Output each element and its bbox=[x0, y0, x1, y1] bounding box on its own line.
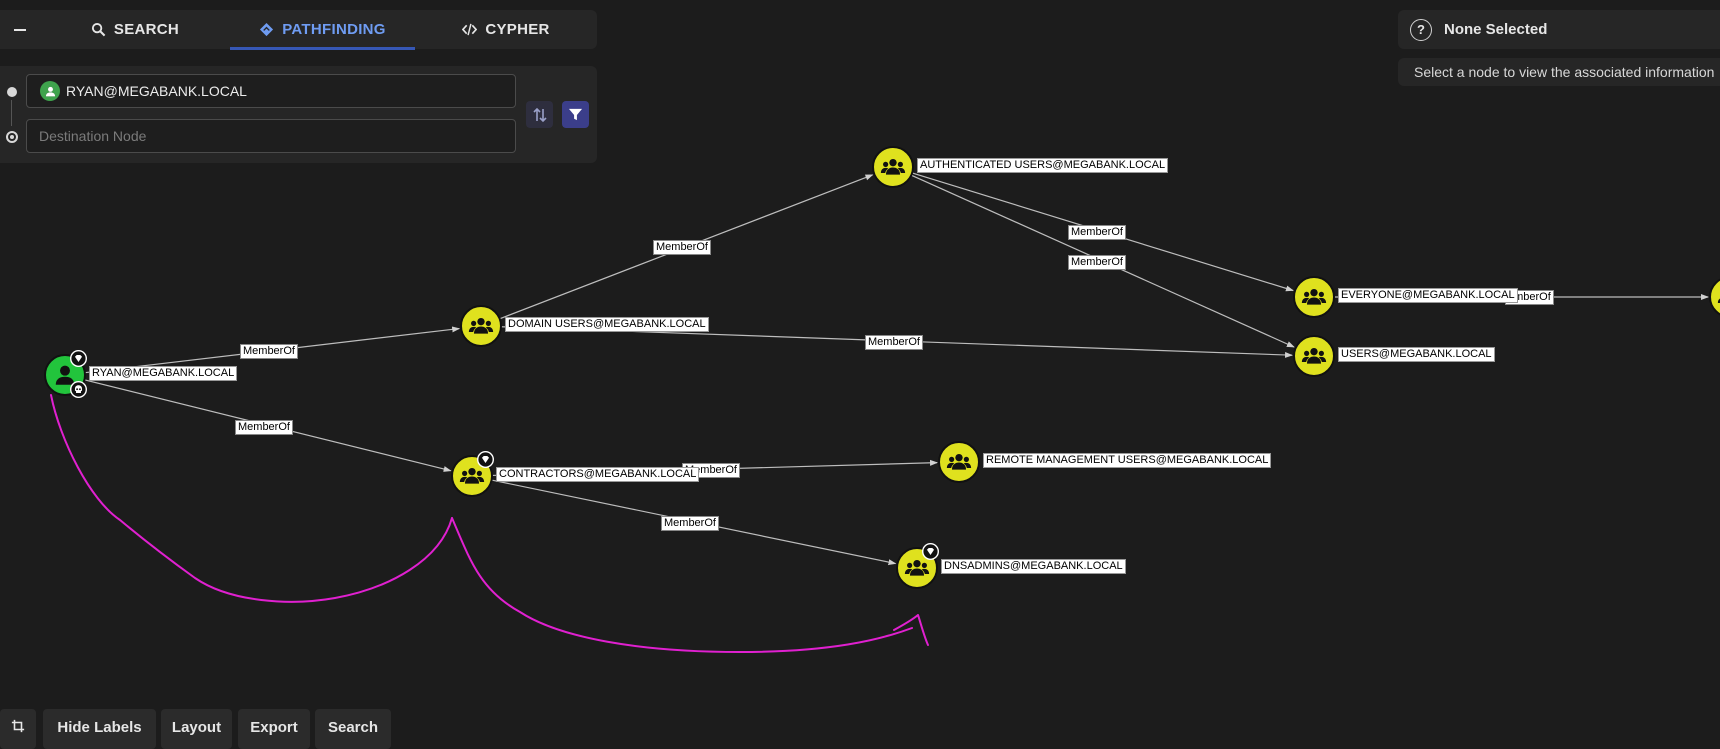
export-button[interactable]: Export bbox=[238, 709, 310, 749]
node-label-authusers[interactable]: AUTHENTICATED USERS@MEGABANK.LOCAL bbox=[917, 158, 1169, 173]
owned-skull-icon bbox=[70, 381, 87, 398]
search-tabbar: SEARCH PATHFINDING CYPHER bbox=[0, 10, 597, 50]
search-icon bbox=[91, 22, 106, 37]
start-node-marker bbox=[7, 87, 17, 97]
crop-icon bbox=[11, 719, 25, 733]
group-node-circle[interactable] bbox=[1709, 277, 1720, 317]
node-offscreen[interactable] bbox=[1709, 277, 1720, 317]
tab-cypher[interactable]: CYPHER bbox=[415, 10, 597, 49]
group-node-circle[interactable] bbox=[460, 305, 502, 347]
node-label-users[interactable]: USERS@MEGABANK.LOCAL bbox=[1338, 347, 1495, 362]
group-node-circle[interactable] bbox=[1293, 335, 1335, 377]
layout-button[interactable]: Layout bbox=[161, 709, 232, 749]
node-domusers[interactable] bbox=[460, 305, 502, 347]
entity-info-title: None Selected bbox=[1444, 21, 1548, 38]
tab-search[interactable]: SEARCH bbox=[40, 10, 230, 49]
tab-pathfinding[interactable]: PATHFINDING bbox=[230, 10, 415, 50]
search-label: Search bbox=[327, 719, 379, 736]
node-ryan[interactable] bbox=[44, 350, 87, 398]
collapse-panel-button[interactable] bbox=[0, 10, 40, 49]
edge-filter-button[interactable] bbox=[562, 101, 589, 128]
node-label-domusers[interactable]: DOMAIN USERS@MEGABANK.LOCAL bbox=[505, 317, 709, 332]
edge-label-ryan-contractors[interactable]: MemberOf bbox=[235, 420, 293, 435]
entity-info-header[interactable]: ? None Selected bbox=[1398, 10, 1720, 49]
edge-label-authusers-users[interactable]: MemberOf bbox=[1068, 255, 1126, 270]
edge-label-authusers-everyone[interactable]: MemberOf bbox=[1068, 225, 1126, 240]
swap-nodes-button[interactable] bbox=[526, 101, 553, 128]
group-node-circle[interactable] bbox=[938, 441, 980, 483]
node-authusers[interactable] bbox=[872, 146, 914, 188]
reset-view-button[interactable] bbox=[0, 709, 36, 749]
graph-canvas[interactable] bbox=[0, 0, 1720, 728]
edge-label-ryan-domusers[interactable]: MemberOf bbox=[240, 344, 298, 359]
start-node-value: RYAN@MEGABANK.LOCAL bbox=[66, 83, 247, 99]
layout-label: Layout bbox=[171, 719, 222, 736]
filter-icon bbox=[568, 108, 583, 121]
node-dnsadmins[interactable] bbox=[896, 543, 939, 589]
tab-cypher-label: CYPHER bbox=[485, 21, 550, 38]
annotation-curve-right bbox=[451, 517, 913, 654]
node-contractors[interactable] bbox=[451, 451, 494, 497]
edge-label-domusers-users[interactable]: MemberOf bbox=[865, 335, 923, 350]
node-label-everyone[interactable]: EVERYONE@MEGABANK.LOCAL bbox=[1338, 288, 1518, 303]
annotation-curve-left bbox=[50, 394, 453, 603]
high-value-gem-icon bbox=[70, 350, 87, 367]
edge-label-domusers-authusers[interactable]: MemberOf bbox=[653, 240, 711, 255]
high-value-gem-icon bbox=[922, 543, 939, 560]
high-value-gem-icon bbox=[477, 451, 494, 468]
export-label: Export bbox=[250, 719, 298, 736]
diamond-icon bbox=[260, 22, 274, 37]
tab-pathfinding-label: PATHFINDING bbox=[282, 21, 386, 38]
node-label-remote[interactable]: REMOTE MANAGEMENT USERS@MEGABANK.LOCAL bbox=[983, 453, 1272, 468]
path-connector bbox=[11, 100, 12, 126]
annotation-arrowhead bbox=[893, 614, 929, 646]
tab-search-label: SEARCH bbox=[113, 21, 180, 38]
node-remote[interactable] bbox=[938, 441, 980, 483]
swap-icon bbox=[532, 107, 547, 122]
question-icon: ? bbox=[1410, 18, 1432, 41]
node-label-ryan[interactable]: RYAN@MEGABANK.LOCAL bbox=[89, 366, 238, 381]
node-label-dnsadmins[interactable]: DNSADMINS@MEGABANK.LOCAL bbox=[941, 559, 1126, 574]
entity-info-message: Select a node to view the associated inf… bbox=[1414, 64, 1715, 80]
node-everyone[interactable] bbox=[1293, 276, 1335, 318]
hide-labels-label: Hide Labels bbox=[57, 719, 142, 736]
destination-node-marker bbox=[6, 131, 18, 143]
code-icon bbox=[462, 23, 478, 36]
search-button[interactable]: Search bbox=[315, 709, 391, 749]
start-node-input[interactable]: RYAN@MEGABANK.LOCAL bbox=[26, 74, 516, 108]
minus-icon bbox=[14, 28, 26, 31]
group-node-circle[interactable] bbox=[1293, 276, 1335, 318]
node-users[interactable] bbox=[1293, 335, 1335, 377]
edge-label-contractors-dnsadmins[interactable]: MemberOf bbox=[661, 516, 719, 531]
hide-labels-button[interactable]: Hide Labels bbox=[43, 709, 156, 749]
user-icon bbox=[40, 81, 60, 101]
entity-info-body: Select a node to view the associated inf… bbox=[1398, 58, 1720, 86]
destination-node-input[interactable]: Destination Node bbox=[26, 119, 516, 153]
node-label-contractors[interactable]: CONTRACTORS@MEGABANK.LOCAL bbox=[496, 467, 700, 482]
destination-node-placeholder: Destination Node bbox=[39, 128, 147, 144]
group-node-circle[interactable] bbox=[872, 146, 914, 188]
